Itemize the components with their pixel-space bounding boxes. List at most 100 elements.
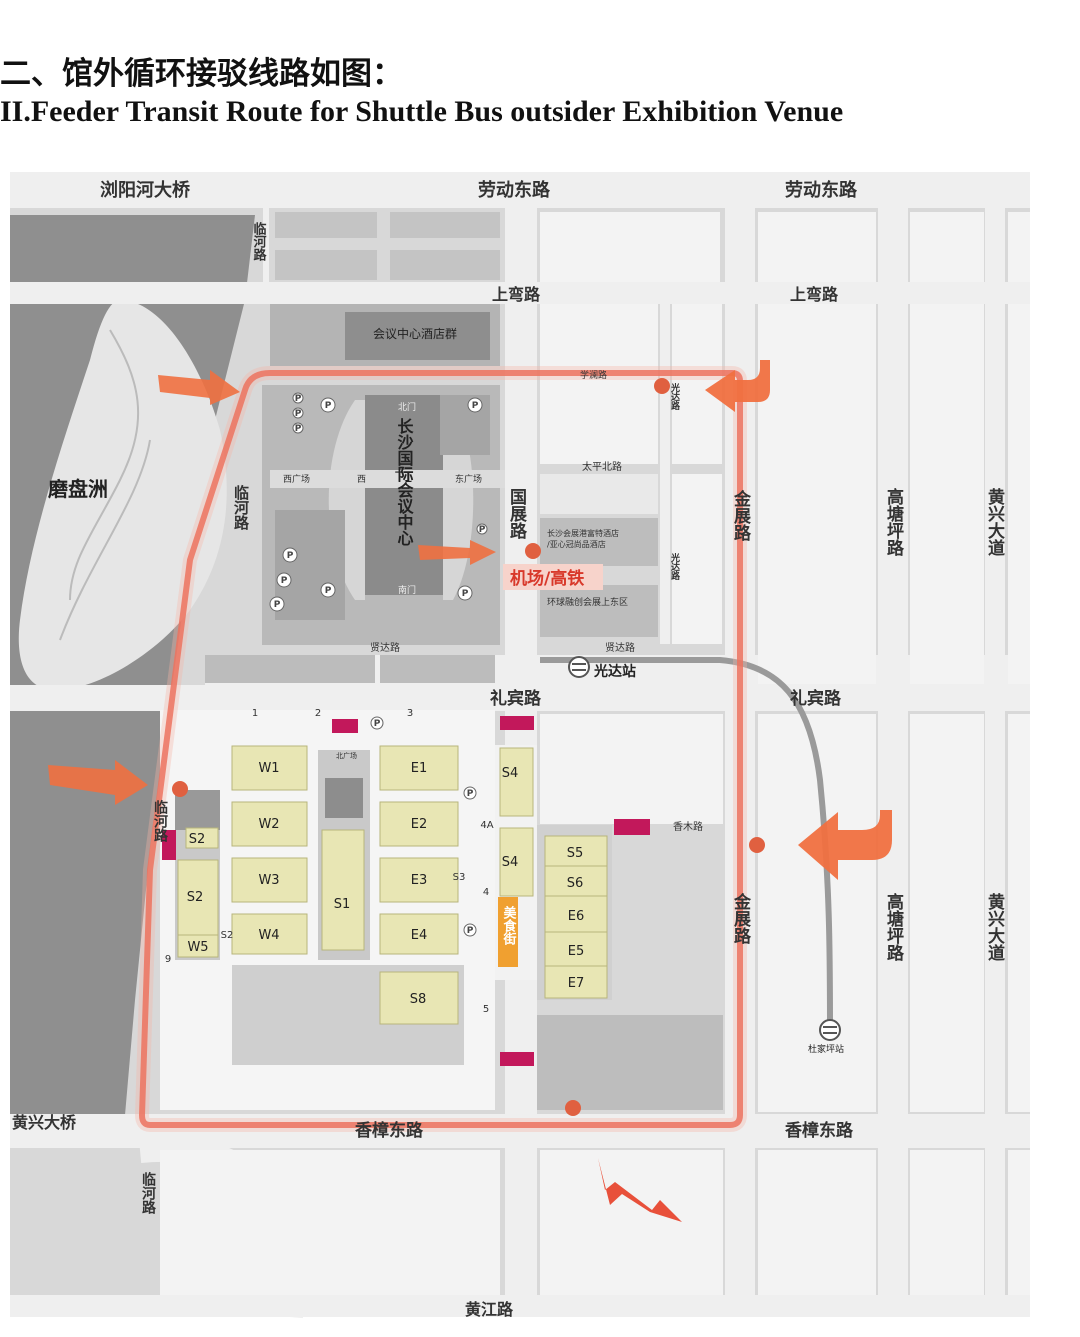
road-xiangzhang-w: 香樟东路 — [355, 1120, 424, 1141]
svg-text:W3: W3 — [258, 873, 279, 888]
svg-text:P: P — [467, 789, 474, 799]
hall-labels: W1 W2 W3 W4 W5 E1 E2 E3 E4 E5 E6 E7 S1 S… — [187, 761, 585, 1007]
airport-rail-box — [503, 564, 603, 590]
place-airport-rail: 机场/高铁 — [510, 568, 584, 589]
svg-text:4A: 4A — [480, 820, 493, 831]
svg-text:E1: E1 — [411, 761, 428, 776]
svg-text:P: P — [467, 926, 474, 936]
svg-text:S1: S1 — [334, 897, 351, 912]
road-laodong-e: 劳动东路 — [785, 179, 858, 201]
svg-text:光达路: 光达路 — [669, 382, 681, 411]
place-hotel-east-2: /亚心冠尚品酒店 — [547, 539, 606, 549]
svg-text:高塘坪路: 高塘坪路 — [883, 487, 904, 557]
exhibition-east-top — [540, 474, 658, 514]
conference-building — [365, 395, 443, 595]
svg-text:S4: S4 — [502, 766, 519, 781]
hotel-group-inner — [345, 312, 490, 360]
svg-text:P: P — [325, 586, 332, 596]
road-taiping-n: 太平北路 — [582, 460, 622, 473]
svg-text:E3: E3 — [411, 873, 428, 888]
svg-text:S8: S8 — [410, 992, 427, 1007]
place-west-plaza: 西广场 — [283, 473, 310, 485]
svg-text:P: P — [462, 589, 469, 599]
exhibition-east-block — [540, 585, 658, 637]
svg-text:临河路: 临河路 — [140, 1171, 156, 1214]
svg-text:E4: E4 — [411, 928, 428, 943]
road-shangwan-w: 上弯路 — [492, 285, 541, 304]
svg-text:3: 3 — [407, 708, 413, 719]
svg-text:P: P — [281, 576, 288, 586]
gate-labels: 1 2 3 4A 4 5 9 S2 S3 — [165, 708, 494, 1015]
svg-text:W5: W5 — [187, 940, 208, 955]
road-xiangmu: 香木路 — [673, 820, 703, 833]
svg-text:S3: S3 — [453, 872, 466, 883]
svg-text:金展路: 金展路 — [730, 892, 752, 945]
road-xiangzhang-e: 香樟东路 — [785, 1120, 854, 1141]
svg-text:金展路: 金展路 — [730, 489, 752, 542]
svg-text:W4: W4 — [258, 928, 279, 943]
road-libin-w: 礼宾路 — [490, 688, 542, 709]
road-huangxing-bridge: 黄兴大桥 — [12, 1113, 77, 1132]
svg-text:S2: S2 — [221, 930, 234, 941]
svg-text:S6: S6 — [567, 876, 584, 891]
svg-text:P: P — [295, 394, 302, 404]
page-title-en: II.Feeder Transit Route for Shuttle Bus … — [0, 95, 844, 128]
svg-text:2: 2 — [315, 708, 321, 719]
svg-text:P: P — [274, 600, 281, 610]
svg-text:E5: E5 — [568, 944, 585, 959]
svg-text:5: 5 — [483, 1004, 489, 1015]
parking-icons: P P P P P P P P P P P P P P — [269, 392, 488, 937]
place-north-plaza: 北广场 — [336, 751, 357, 760]
road-shangwan-e: 上弯路 — [790, 285, 839, 304]
food-street-label: 美食街 — [501, 905, 518, 946]
svg-text:E6: E6 — [568, 909, 585, 924]
gate-markers — [162, 716, 650, 1066]
svg-text:9: 9 — [165, 954, 171, 965]
hotel-east-block — [540, 518, 658, 566]
place-west-short: 西 — [357, 474, 366, 485]
shuttle-route — [138, 370, 743, 1128]
top-blocks — [275, 212, 500, 280]
place-south-gate: 南门 — [398, 584, 416, 596]
place-dujiaping-station: 杜家坪站 — [808, 1043, 844, 1055]
svg-text:W2: W2 — [258, 817, 279, 832]
road-xianda-2: 贤达路 — [605, 641, 635, 654]
place-exhibition-east: 环球融创会展上东区 — [547, 596, 628, 608]
svg-text:P: P — [295, 409, 302, 419]
block-white — [160, 212, 1030, 1295]
svg-text:W1: W1 — [258, 761, 279, 776]
place-hotel-group: 会议中心酒店群 — [373, 326, 457, 341]
svg-text:1: 1 — [252, 708, 258, 719]
road-xianda: 贤达路 — [370, 641, 400, 654]
svg-text:E7: E7 — [568, 976, 585, 991]
road-laodong-w: 劳动东路 — [478, 179, 551, 201]
road-huangjiang: 黄江路 — [465, 1300, 514, 1319]
svg-text:国展路: 国展路 — [506, 488, 527, 540]
svg-text:P: P — [479, 525, 486, 535]
conference-center-label: 长沙国际会议中心 — [395, 417, 414, 546]
food-street — [498, 897, 518, 967]
svg-text:长沙国际会议中心: 长沙国际会议中心 — [395, 417, 414, 546]
svg-text:临河路: 临河路 — [251, 221, 267, 261]
svg-text:P: P — [325, 401, 332, 411]
svg-text:高塘坪路: 高塘坪路 — [883, 892, 904, 962]
guangda-station-icon — [568, 656, 590, 678]
halls — [177, 745, 608, 1025]
svg-text:美食街: 美食街 — [501, 905, 518, 946]
road-libin-e: 礼宾路 — [790, 688, 842, 709]
svg-text:E2: E2 — [411, 817, 428, 832]
svg-text:4: 4 — [483, 887, 489, 898]
route-stops — [172, 378, 765, 1116]
vertical-road-labels: 临河路 临河路 临河路 临河路 国展路 金展路 金展路 高塘坪路 高塘坪路 黄兴… — [140, 221, 1005, 1214]
place-north-gate: 北门 — [398, 401, 416, 413]
svg-text:S4: S4 — [502, 855, 519, 870]
svg-text:P: P — [472, 401, 479, 411]
svg-text:S2: S2 — [189, 832, 206, 847]
place-hotel-east-1: 长沙会展港富特酒店 — [547, 528, 619, 538]
place-t1: T1 — [394, 470, 412, 486]
svg-text:黄兴大道: 黄兴大道 — [984, 892, 1005, 961]
road-liuyang-bridge: 浏阳河大桥 — [100, 179, 191, 201]
svg-text:临河路: 临河路 — [232, 484, 250, 530]
dujiaping-station-icon — [819, 1019, 841, 1041]
